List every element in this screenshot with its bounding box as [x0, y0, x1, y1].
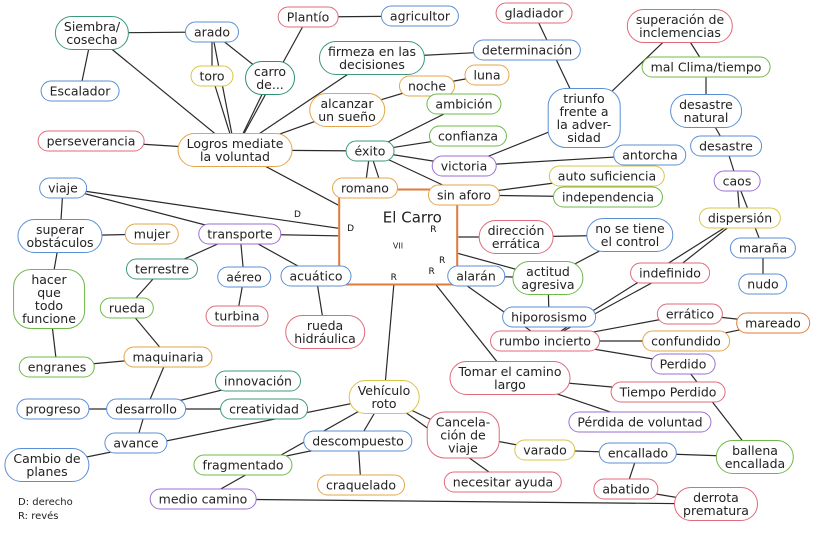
central-node-title: El Carro [382, 208, 442, 227]
concept-node-sin-aforo: sin aforo [427, 184, 501, 206]
concept-node-tomar-largo: Tomar el camino largo [449, 361, 571, 395]
concept-node-erratico: errático [656, 303, 724, 325]
concept-node-actitud-agresiva: actitud agresiva [512, 261, 584, 295]
concept-node-perseverancia: perseverancia [37, 130, 145, 152]
link-logros-siembra [91, 32, 236, 151]
link-tag-vehiculo-roto: R [390, 273, 397, 283]
concept-node-carro-de: carro de... [245, 61, 295, 95]
concept-node-nudo: nudo [738, 273, 788, 295]
concept-node-rueda: rueda [99, 297, 155, 319]
concept-node-transporte: transporte [198, 223, 282, 245]
concept-node-antorcha: antorcha [613, 144, 687, 166]
concept-node-hiporosismo: hiporosismo [502, 306, 596, 328]
link-tag-tomar-largo: R [428, 267, 435, 278]
concept-node-necesitar-ayuda: necesitar ayuda [443, 471, 563, 493]
link-medio_camino-derrota [202, 498, 717, 505]
concept-node-ballena: ballena encallada [715, 440, 795, 474]
concept-node-romano: romano [332, 177, 398, 199]
concept-node-no-tiene-control: no se tiene el control [586, 218, 674, 252]
concept-node-perdida-voluntad: Pérdida de voluntad [568, 411, 712, 433]
concept-node-indefinido: indefinido [630, 262, 710, 284]
legend-line-derecho: D: derecho [18, 497, 73, 508]
concept-node-derrota: derrota prematura [674, 487, 758, 521]
concept-node-marana: maraña [729, 237, 797, 259]
link-vehiculo_roto-medio_camino [202, 396, 385, 500]
concept-node-avance: avance [104, 432, 168, 454]
concept-node-hacer-funcione: hacer que todo funcione [13, 269, 85, 329]
concept-node-noche: noche [398, 75, 456, 97]
link-logros-arado [211, 31, 236, 151]
concept-node-exito: éxito [345, 140, 395, 162]
concept-node-craquelado: craquelado [317, 474, 405, 496]
concept-node-tiempo-perdido: Tiempo Perdido [610, 381, 726, 403]
concept-node-aereo: aéreo [217, 266, 271, 288]
link-rumbo_incierto-indefinido [544, 272, 671, 342]
concept-node-abatido: abatido [593, 478, 659, 500]
link-tag-viaje: D [294, 210, 301, 221]
concept-node-vehiculo-roto: Vehículo roto [348, 380, 420, 414]
concept-node-gladiador: gladiador [495, 2, 573, 24]
concept-node-engranes: engranes [18, 356, 96, 378]
concept-node-innovacion: innovación [215, 370, 301, 392]
concept-node-firmeza: firmeza en las decisiones [318, 41, 426, 75]
link-vehiculo_roto-cambio_planes [46, 396, 385, 466]
concept-node-mal-clima: mal Clima/tiempo [641, 56, 771, 78]
concept-node-siembra: Siembra/ cosecha [54, 16, 130, 50]
concept-node-dispersion: dispersión [698, 207, 782, 229]
concept-node-alaran: alarán [447, 265, 505, 287]
concept-node-desarrollo: desarrollo [106, 398, 186, 420]
concept-node-mujer: mujer [124, 223, 180, 245]
concept-node-agricultor: agricultor [380, 5, 460, 27]
concept-node-plantio: Plantío [277, 6, 339, 28]
concept-node-arado: arado [184, 21, 240, 43]
concept-node-perdido: Perdido [650, 353, 716, 375]
concept-node-descompuesto: descompuesto [303, 430, 413, 452]
concept-node-rueda-hidraulica: rueda hidráulica [285, 315, 365, 349]
concept-node-terrestre: terrestre [125, 258, 199, 280]
concept-node-mareado: mareado [736, 312, 810, 334]
concept-node-viaje: viaje [39, 177, 87, 199]
concept-node-cambio-planes: Cambio de planes [4, 448, 90, 482]
link-tag-rumbo-incierto: R [438, 256, 446, 267]
link-tag-transporte: D [347, 224, 355, 235]
concept-node-caos: caos [713, 170, 761, 192]
concept-node-determinacion: determinación [472, 39, 582, 61]
concept-node-independencia: independencia [552, 186, 664, 208]
central-node-subtitle: VII [392, 241, 404, 251]
concept-node-cancelacion: Cancela- ción de viaje [426, 411, 500, 459]
concept-node-desastre: desastre [690, 135, 762, 157]
concept-node-medio-camino: medio camino [149, 488, 257, 510]
concept-node-escalador: Escalador [40, 80, 120, 102]
concept-node-toro: toro [190, 65, 234, 87]
concept-node-auto-suficiencia: auto suficiencia [548, 165, 666, 187]
concept-node-luna: luna [464, 64, 510, 86]
legend: D: derecho R: revés [18, 496, 73, 524]
concept-node-maquinaria: maquinaria [123, 346, 213, 368]
concept-node-superacion: superación de inclemencias [626, 9, 734, 43]
concept-node-progreso: progreso [16, 398, 90, 420]
concept-node-desastre-natural: desastre natural [670, 94, 742, 128]
concept-node-triunfo: triunfo frente a la adver- sidad [547, 88, 621, 148]
concept-node-rumbo-incierto: rumbo incierto [490, 330, 600, 352]
concept-node-logros: Logros mediate la voluntad [177, 133, 293, 167]
concept-node-confundido: confundido [642, 330, 730, 352]
concept-node-fragmentado: fragmentado [193, 454, 293, 476]
legend-line-reves: R: revés [18, 511, 59, 522]
concept-node-varado: varado [514, 439, 576, 461]
concept-node-ambicion: ambición [426, 93, 502, 115]
concept-node-confianza: confianza [428, 125, 508, 147]
concept-node-encallado: encallado [598, 442, 678, 464]
concept-node-creatividad: creatividad [220, 398, 308, 420]
concept-node-direccion: dirección errática [478, 220, 554, 254]
concept-node-alcanzar: alcanzar un sueño [309, 93, 385, 127]
concept-node-superar: superar obstáculos [17, 219, 103, 253]
concept-node-turbina: turbina [205, 305, 269, 327]
link-tag-direccion: R [430, 225, 437, 235]
concept-node-acuatico: acuático [280, 265, 352, 287]
concept-node-victoria: victoria [431, 155, 497, 177]
